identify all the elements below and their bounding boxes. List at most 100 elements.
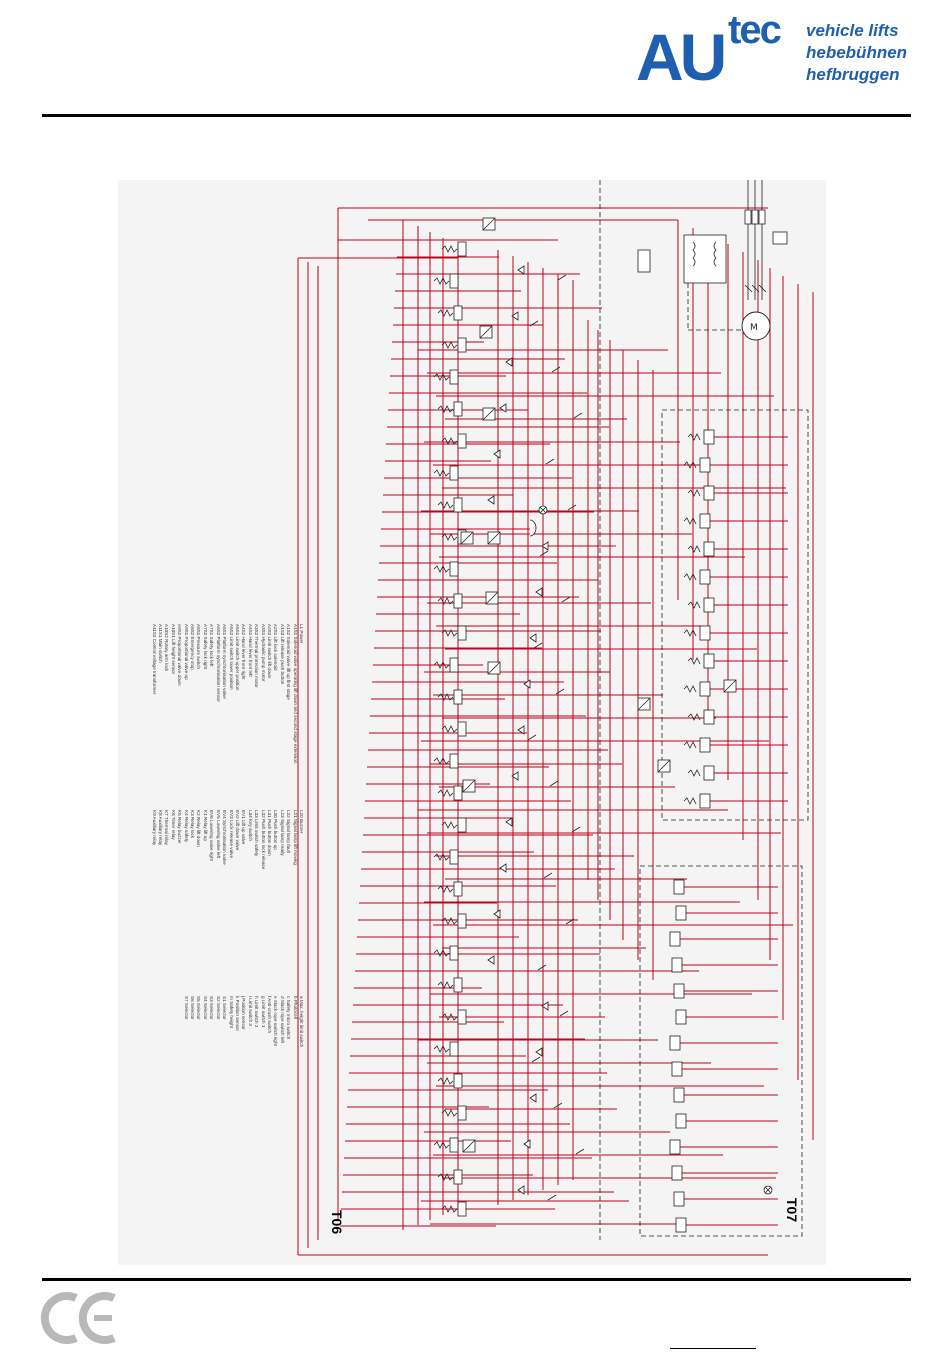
resistor (433, 757, 450, 765)
resistor (687, 545, 701, 553)
relay-coil (699, 793, 711, 809)
legend-entry: a Max. height limit switch (299, 996, 304, 1048)
relay-diagonal (487, 531, 501, 545)
legend-entry: A7S1 Safety lock left (209, 624, 215, 667)
relay-coil (675, 1009, 687, 1025)
legend-entry: A5S1 Limit switch upper position (234, 624, 240, 691)
relay-coil (699, 681, 711, 697)
buzzer (529, 519, 537, 537)
resistor (441, 341, 458, 349)
diode (529, 633, 537, 643)
legend-entry: A2S2 Limit switch lift down (266, 624, 272, 679)
resistor (687, 489, 701, 497)
legend-entry: A9S2 Proportional valve down (177, 624, 183, 686)
resistor (437, 597, 454, 605)
resistor (687, 769, 701, 777)
legend-entry: m Safety height (228, 996, 234, 1028)
legend-entry: K9 Auxiliary relay (151, 810, 157, 846)
diode (499, 403, 507, 413)
lamp-cross (764, 1186, 772, 1194)
relay-coil (453, 977, 463, 993)
relay-coil (669, 1035, 681, 1051)
switch-contact (529, 320, 539, 327)
motor-symbol: M (741, 311, 771, 341)
switch-contact (545, 458, 555, 465)
resistor (687, 657, 701, 665)
resistor (683, 573, 697, 581)
relay-coil (457, 1105, 467, 1121)
legend-entry: L21 Signal lamp lift moving (292, 810, 298, 865)
contactor-contact (744, 284, 753, 293)
resistor (433, 949, 450, 957)
relay-coil (457, 913, 467, 929)
legend-entry: A10S1 Lift height sensor (170, 624, 176, 675)
relay-coil (699, 569, 711, 585)
relay-coil (673, 1191, 685, 1207)
fuse (758, 209, 766, 225)
legend-entry: K8 Auxiliary relay (158, 810, 164, 846)
footer-rule (42, 1278, 911, 1281)
legend-entry: A11S1 Main switch (158, 624, 164, 663)
transformer-winding (692, 241, 717, 267)
resistor (437, 885, 454, 893)
relay-coil (457, 337, 467, 353)
ce-mark (40, 1292, 116, 1344)
legend-entry: K5 Relay buzzer (177, 810, 183, 844)
resistor (433, 565, 450, 573)
resistor (433, 853, 450, 861)
resistor (683, 461, 697, 469)
relay-coil (671, 1165, 683, 1181)
diode (505, 357, 513, 367)
relay-coil (699, 513, 711, 529)
resistor (441, 437, 458, 445)
legend-entry: A11S2 Control voltage transformer (151, 624, 157, 695)
legend-entry: EV3 Lock release valve (228, 810, 234, 859)
diode (517, 725, 525, 735)
resistor (683, 685, 697, 693)
relay-diagonal (479, 325, 493, 339)
legend-entry: L22 Signal lamp fault (286, 810, 292, 853)
legend-entry: EV1 Lift up valve (241, 810, 247, 845)
switch-contact (555, 688, 565, 695)
relay-coil (453, 785, 463, 801)
relay-coil (449, 945, 459, 961)
resistor (441, 821, 458, 829)
resistor (433, 1045, 450, 1053)
legend-entry: d Slack rope switch left (279, 996, 285, 1043)
legend-entry: K4 Relay safety (183, 810, 189, 843)
relay-coil (453, 497, 463, 513)
legend-entry: L30 Push button up (273, 810, 279, 850)
switch-contact (571, 826, 581, 833)
relay-coil (449, 657, 459, 673)
relay-coil (457, 241, 467, 257)
legend-entry: f Anti-crush switch (266, 996, 272, 1034)
relay-coil (457, 433, 467, 449)
resistor (437, 1077, 454, 1085)
diode (493, 449, 501, 459)
switch-contact (549, 780, 559, 787)
resistor (441, 917, 458, 925)
relay-coil (453, 305, 463, 321)
motor (741, 311, 771, 341)
switch-contact (551, 366, 561, 373)
relay-coil (671, 1061, 683, 1077)
motor-label: M (750, 323, 758, 333)
relay-coil (703, 765, 715, 781)
relay-coil (449, 561, 459, 577)
diode (517, 1185, 525, 1195)
legend-entry: A5S2 Limit switch lower position (228, 624, 234, 690)
relay-diagonal (462, 1139, 476, 1153)
relay-coil (449, 369, 459, 385)
wiring-diagram: M (118, 180, 826, 1265)
legend-entry: A1S3 Lift release push button (279, 624, 285, 685)
relay-coil (699, 737, 711, 753)
legend-entry: K2 Relay lift down (196, 810, 202, 847)
legend-entry: A3S1 Hydraulic pump motor (260, 624, 266, 682)
company-logo: AU tec vehicle lifts hebebühnen hefbrugg… (636, 6, 916, 92)
power-relay (637, 249, 651, 273)
relay-diagonal (723, 679, 737, 693)
relay-coil (669, 1139, 681, 1155)
resistor (441, 245, 458, 253)
